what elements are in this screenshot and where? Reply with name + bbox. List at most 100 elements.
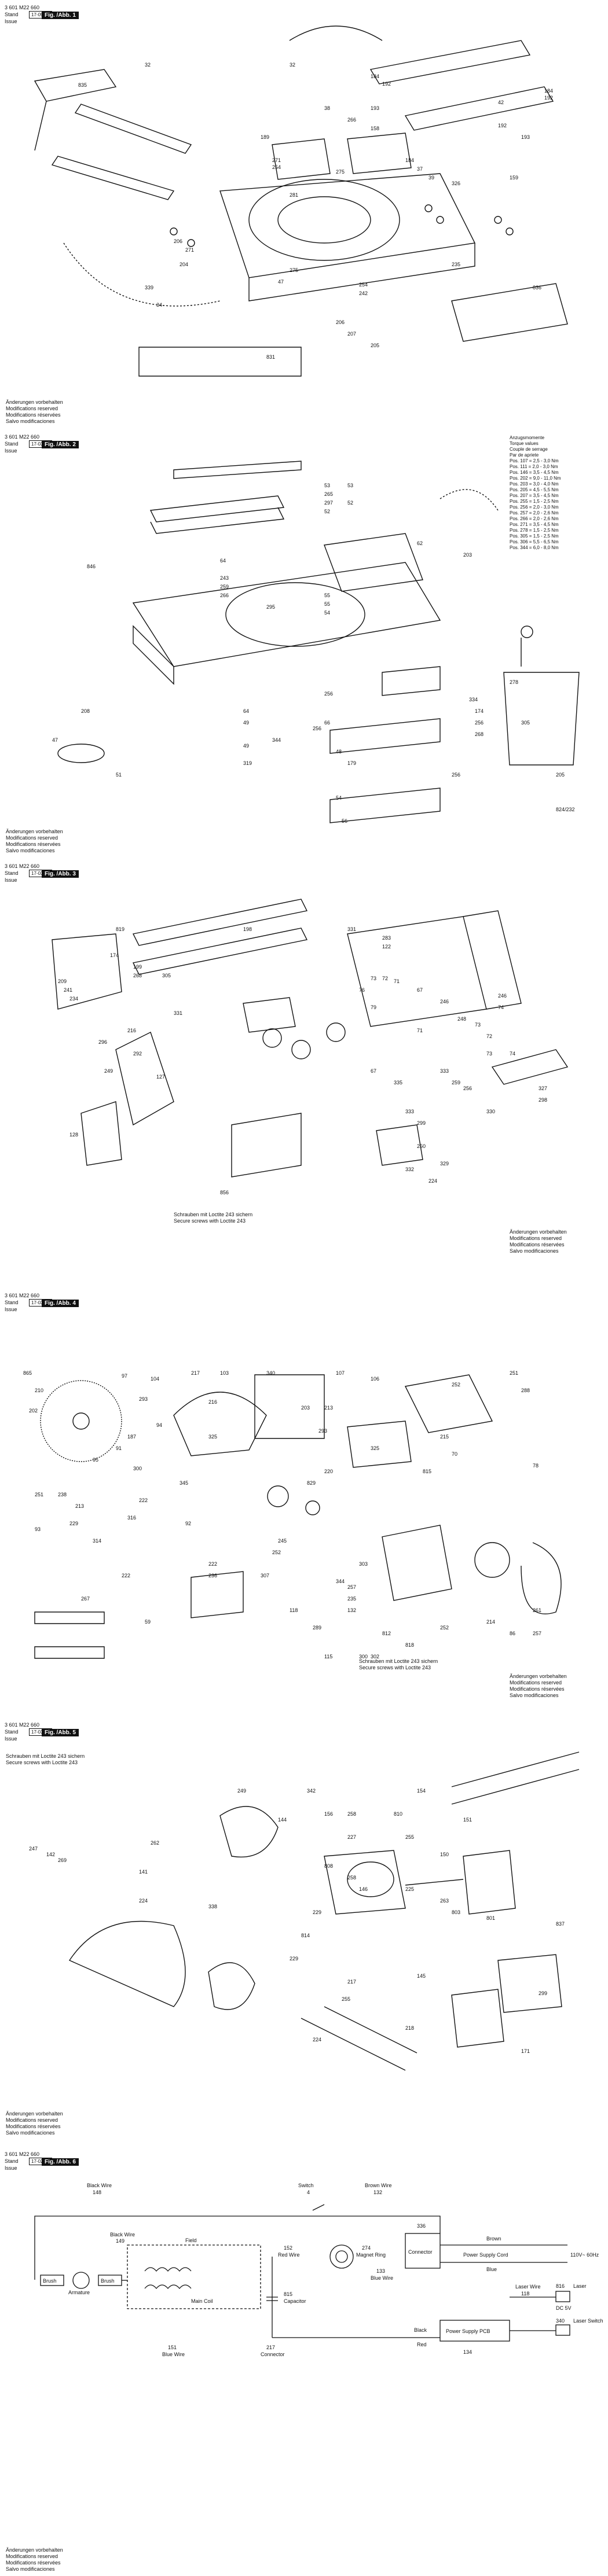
armature-symbol: [72, 2272, 90, 2289]
part-number-callout: 268: [475, 731, 484, 737]
part-number-callout: 254: [359, 282, 368, 288]
part-number-callout: 115: [324, 1654, 332, 1659]
part-number-callout: 303: [359, 1561, 368, 1567]
label-274: 274: [362, 2245, 371, 2251]
part-number-callout: 269: [58, 1857, 67, 1863]
issue-label: Issue: [5, 2165, 17, 2171]
document-number: 3 601 M22 660: [5, 1293, 40, 1298]
part-number-callout: 224: [139, 1898, 148, 1904]
notice-en: Modifications reserved: [6, 2117, 58, 2123]
part-number-callout: 305: [521, 720, 530, 726]
notice-de: Änderungen vorbehalten: [6, 829, 63, 834]
rail-right: [369, 40, 531, 84]
part-number-callout: 128: [69, 1132, 78, 1138]
label-brown: Brown: [486, 2236, 501, 2242]
part-number-callout: 329: [440, 1161, 449, 1166]
part-number-callout: 53: [347, 483, 353, 488]
notice-de: Änderungen vorbehalten: [6, 399, 63, 405]
label-connector: Connector: [408, 2249, 433, 2255]
part-number-callout: 249: [237, 1788, 246, 1794]
document-number: 3 601 M22 660: [5, 5, 40, 10]
part-number-callout: 224: [428, 1178, 437, 1184]
part-number-callout: 209: [58, 978, 67, 984]
part-number-callout: 229: [290, 1956, 298, 1962]
part-number-callout: 207: [347, 331, 356, 337]
stand-label: Stand: [5, 1729, 19, 1735]
part-number-callout: 307: [261, 1573, 269, 1578]
part-number-callout: 271: [185, 247, 194, 253]
fan-housing: [219, 1806, 279, 1858]
part-number-callout: 252: [440, 1625, 449, 1631]
notice-es: Salvo modificaciones: [6, 2130, 55, 2136]
part-number-callout: 32: [290, 62, 295, 68]
part-number-callout: 333: [440, 1068, 449, 1074]
screw-note: Schrauben mit Loctite 243 sichern Secure…: [6, 1753, 85, 1766]
part-number-callout: 335: [394, 1080, 402, 1085]
part-number-callout: 205: [371, 343, 379, 348]
label-brush-right: Brush: [101, 2278, 115, 2284]
part-number-callout: 829: [307, 1480, 316, 1486]
part-number-callout: 47: [52, 737, 58, 743]
part-number-callout: 278: [510, 679, 518, 685]
label-brush-left: Brush: [43, 2278, 57, 2284]
stand-label: Stand: [5, 1300, 19, 1305]
notice-de: Änderungen vorbehalten: [6, 2547, 63, 2553]
part-number-callout: 203: [463, 552, 472, 558]
connector-box: [405, 2233, 441, 2269]
part-number-callout: 824/232: [556, 807, 575, 812]
part-number-callout: 236: [208, 1573, 217, 1578]
part-number-callout: 103: [220, 1370, 229, 1376]
part-number-callout: 151: [463, 1817, 472, 1823]
base: [219, 173, 476, 278]
part-number-callout: 79: [371, 1004, 376, 1010]
label-laser: Laser: [573, 2283, 587, 2289]
label-capacitor: Capacitor: [284, 2298, 306, 2304]
part-number-callout: 47: [278, 279, 284, 285]
issue-label: Issue: [5, 448, 17, 454]
part-number-callout: 298: [539, 1097, 547, 1103]
part-number-callout: 266: [347, 117, 356, 123]
torque-line: Pos. 266 = 2,0 - 2,6 Nm: [510, 516, 559, 521]
part-number-callout: 248: [457, 1016, 466, 1022]
torque-line: Pos. 107 = 2,5 - 3,0 Nm: [510, 458, 559, 463]
part-number-callout: 846: [87, 564, 96, 569]
part-number-callout: 245: [278, 1538, 287, 1544]
label-blue-wire-bottom: Blue Wire: [162, 2351, 185, 2357]
label-blue: Blue: [486, 2266, 497, 2272]
blade-guard: [173, 1392, 267, 1456]
part-number-callout: 325: [208, 1434, 217, 1440]
part-number-callout: 302: [371, 1654, 379, 1659]
part-number-callout: 32: [145, 62, 151, 68]
figure-label: Fig. /Abb. 5: [42, 1729, 79, 1736]
part-number-callout: 171: [521, 2048, 530, 2054]
part-number-callout: 814: [301, 1933, 310, 1938]
part-number-callout: 64: [243, 708, 249, 714]
notice-de: Änderungen vorbehalten: [510, 1673, 567, 1679]
part-number-callout: 72: [486, 1033, 492, 1039]
part-number-callout: 92: [185, 1521, 191, 1526]
label-816: 816: [556, 2283, 565, 2289]
part-number-callout: 118: [290, 1607, 298, 1613]
part-number-callout: 856: [220, 1190, 229, 1195]
part-number-callout: 229: [69, 1521, 78, 1526]
part-number-callout: 815: [423, 1469, 431, 1474]
part-number-callout: 818: [405, 1642, 414, 1648]
part-number-callout: 42: [498, 100, 504, 105]
part-number-callout: 38: [324, 105, 330, 111]
revision-notice: Änderungen vorbehalten Modifications res…: [510, 1673, 567, 1699]
figure-label: Fig. /Abb. 4: [42, 1300, 79, 1307]
notice-es: Salvo modificaciones: [6, 2566, 55, 2572]
label-switch: Switch: [298, 2183, 314, 2188]
issue-label: Issue: [5, 1736, 17, 1742]
part-number-callout: 159: [510, 175, 518, 181]
end-cap: [497, 1954, 562, 2013]
part-number-callout: 184: [405, 157, 414, 163]
notice-en: Modifications reserved: [6, 406, 58, 411]
part-number-callout: 193: [521, 134, 530, 140]
arc-guard: [289, 25, 383, 41]
part-number-callout: 259: [452, 1080, 460, 1085]
label-152: 152: [284, 2245, 292, 2251]
